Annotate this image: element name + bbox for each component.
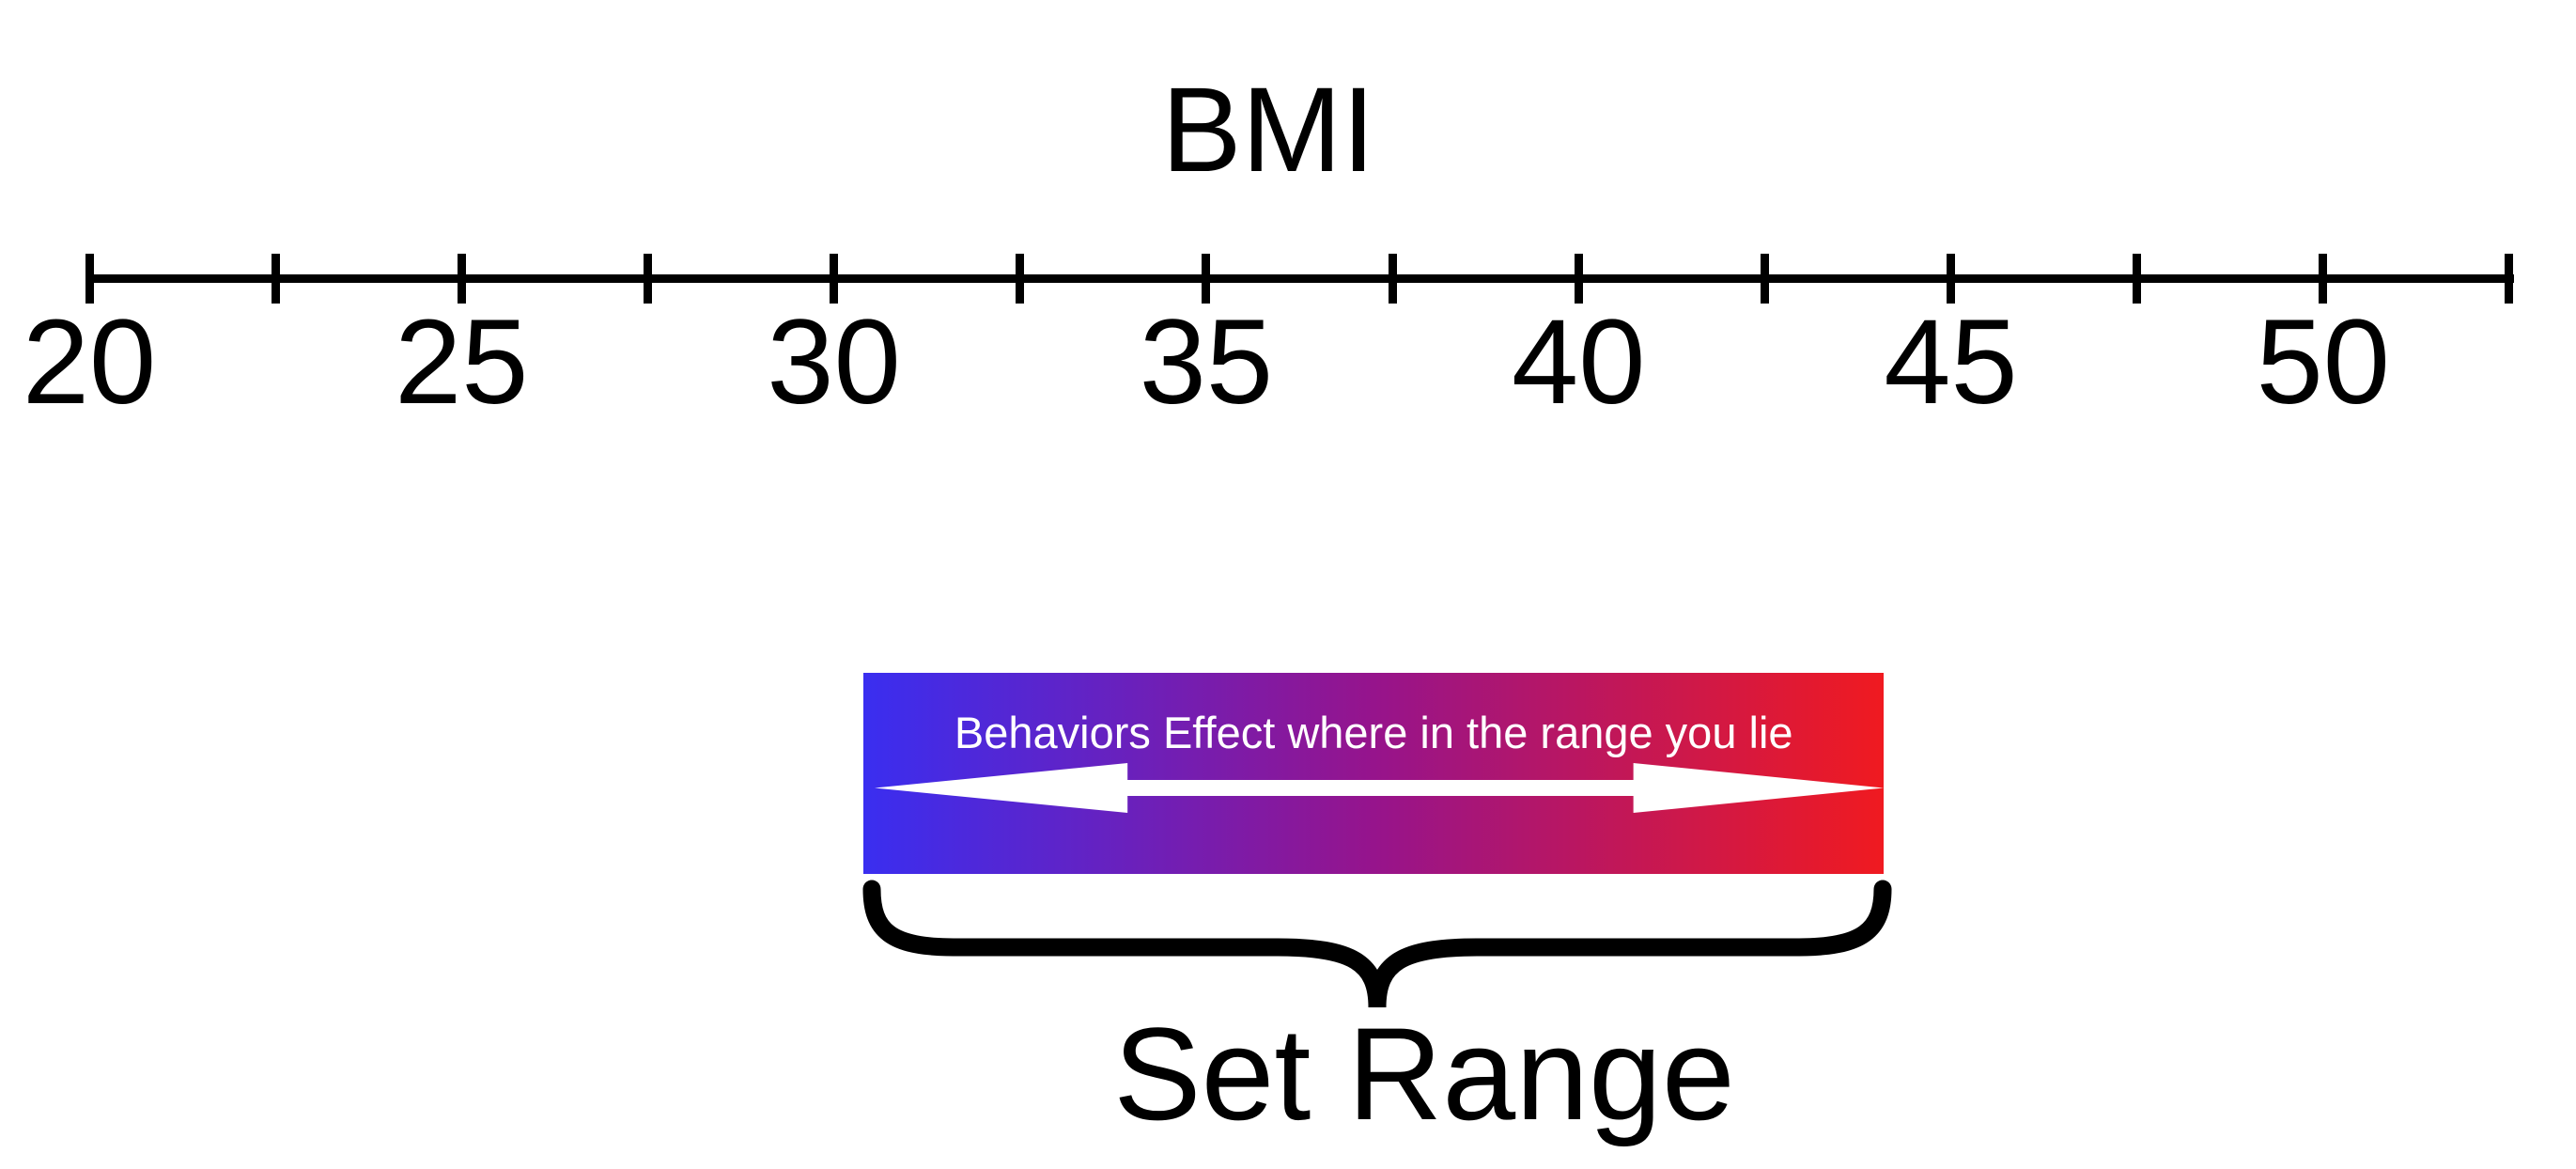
axis-tick-label: 50 bbox=[2256, 295, 2390, 429]
axis-tick bbox=[2505, 254, 2514, 304]
axis-tick bbox=[1947, 254, 1955, 304]
axis-tick-label: 45 bbox=[1884, 295, 2018, 429]
axis-tick bbox=[643, 254, 652, 304]
axis-tick bbox=[271, 254, 280, 304]
axis-line bbox=[86, 274, 2514, 283]
axis-tick bbox=[1202, 254, 1211, 304]
axis-tick bbox=[1574, 254, 1583, 304]
axis-tick bbox=[457, 254, 466, 304]
band-caption: Behaviors Effect where in the range you … bbox=[954, 708, 1793, 757]
curly-brace-icon bbox=[862, 880, 1892, 1008]
axis-tick bbox=[2319, 254, 2328, 304]
axis-tick-label: 35 bbox=[1139, 295, 1274, 429]
axis-tick-label: 40 bbox=[1512, 295, 1646, 429]
axis-tick bbox=[1016, 254, 1025, 304]
axis-tick-label: 30 bbox=[767, 295, 901, 429]
range-label: Set Range bbox=[1113, 1000, 1735, 1147]
axis-tick-label: 20 bbox=[22, 295, 157, 429]
axis-tick bbox=[2133, 254, 2142, 304]
axis-tick-label: 25 bbox=[395, 295, 529, 429]
gradient-range-band: Behaviors Effect where in the range you … bbox=[863, 673, 1885, 874]
figure-title: BMI bbox=[1161, 63, 1375, 197]
axis-tick bbox=[830, 254, 839, 304]
axis-tick bbox=[85, 254, 94, 304]
axis-tick bbox=[1760, 254, 1769, 304]
double-headed-arrow-icon bbox=[875, 763, 1885, 813]
axis-tick bbox=[1388, 254, 1397, 304]
